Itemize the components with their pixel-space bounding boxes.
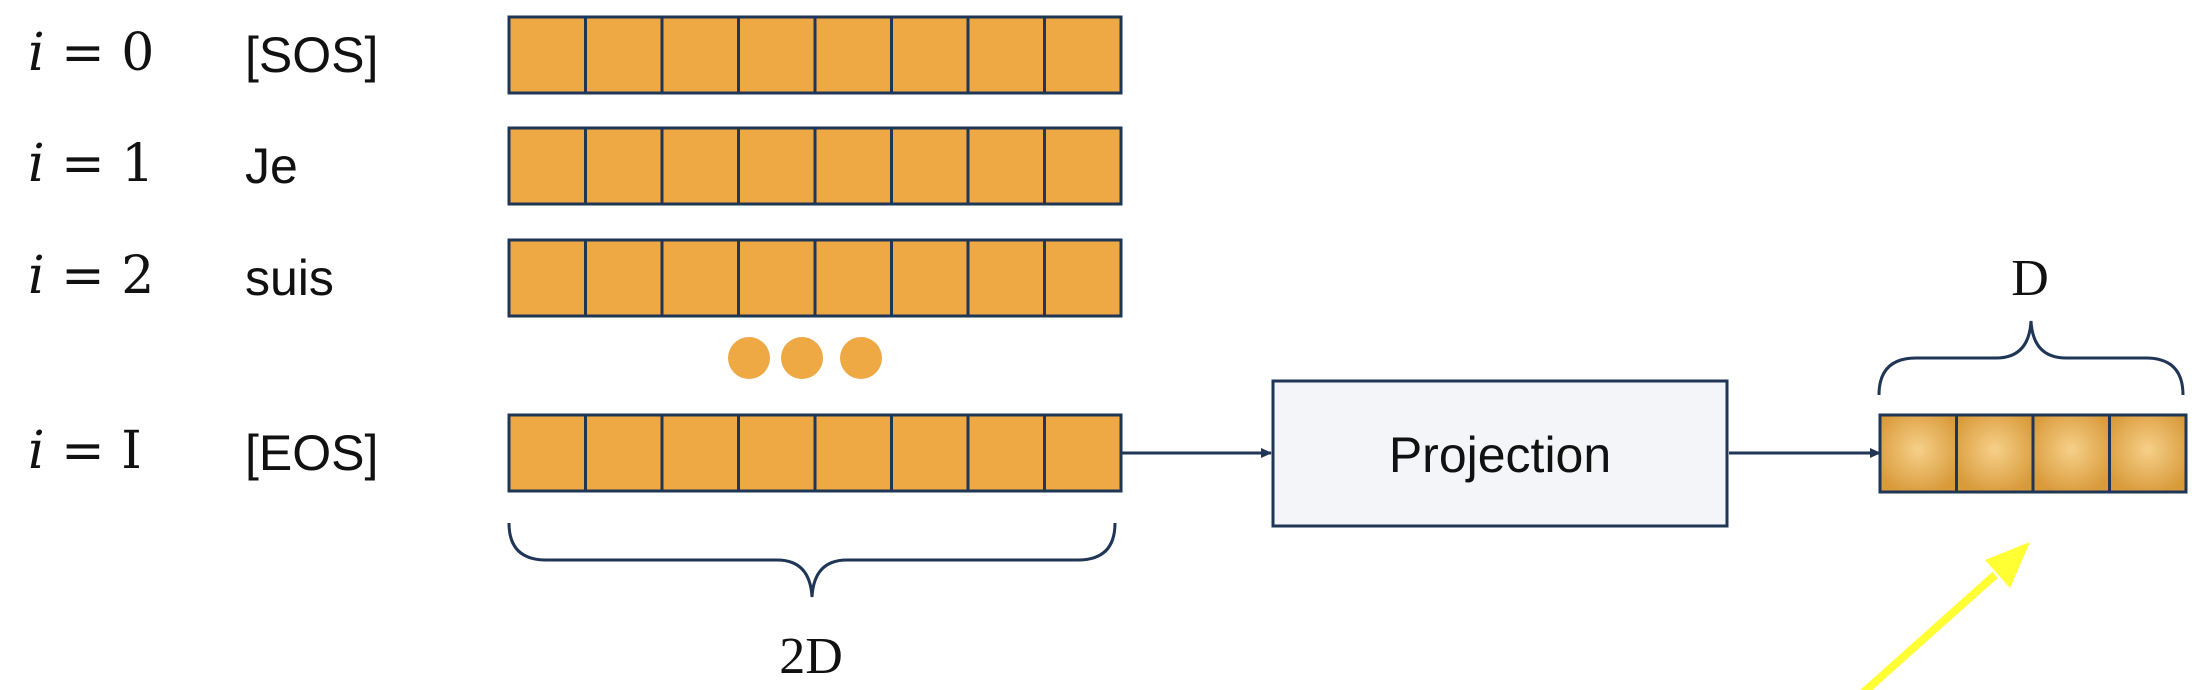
highlight-arrow-head <box>1985 542 2030 588</box>
token-label-sos: [SOS] <box>245 27 378 83</box>
row-index-label: i = I <box>28 421 142 481</box>
embedding-cell <box>966 15 1046 95</box>
embedding-cell <box>507 126 587 206</box>
embedding-cell <box>660 15 740 95</box>
embedding-cell <box>584 413 664 493</box>
embedding-cell <box>507 15 587 95</box>
embedding-cell <box>660 126 740 206</box>
output-cell <box>1955 413 2035 494</box>
embedding-cell <box>660 238 740 318</box>
embedding-cell <box>890 413 970 493</box>
embedding-rows <box>507 15 1123 493</box>
ellipsis-dots <box>728 337 882 379</box>
embedding-cell <box>660 413 740 493</box>
ellipsis-dot <box>840 337 882 379</box>
token-label-suis: suis <box>245 250 334 306</box>
highlight-arrow <box>1860 542 2030 690</box>
embedding-cell <box>813 126 893 206</box>
embedding-cell <box>890 126 970 206</box>
embedding-cell <box>507 413 587 493</box>
embedding-cell <box>1043 15 1123 95</box>
token-label-eos: [EOS] <box>245 425 378 481</box>
ellipsis-dot <box>728 337 770 379</box>
embedding-cell <box>737 413 817 493</box>
embedding-cell <box>966 413 1046 493</box>
embedding-cell <box>1043 126 1123 206</box>
embedding-cell <box>737 238 817 318</box>
embedding-cell <box>890 15 970 95</box>
row-index-labels: i = 0 i = 1 i = 2 i = I <box>28 23 154 481</box>
embedding-cell <box>584 15 664 95</box>
embedding-row <box>507 15 1123 95</box>
output-dim-brace <box>1877 320 2185 396</box>
embedding-cell <box>737 15 817 95</box>
embedding-cell <box>1043 238 1123 318</box>
input-dim-label: 2D <box>779 628 843 685</box>
embedding-row <box>507 413 1123 493</box>
token-labels: [SOS] Je suis [EOS] <box>245 27 378 481</box>
ellipsis-dot <box>781 337 823 379</box>
embedding-cell <box>813 15 893 95</box>
token-label-je: Je <box>245 138 298 194</box>
output-cell <box>2108 413 2188 494</box>
output-vector <box>1878 413 2188 494</box>
embedding-cell <box>507 238 587 318</box>
embedding-cell <box>966 126 1046 206</box>
output-dim-label: D <box>2011 250 2049 307</box>
embedding-cell <box>584 126 664 206</box>
row-index-label: i = 2 <box>28 246 154 306</box>
highlight-arrow-shaft <box>1860 572 1998 690</box>
embedding-cell <box>813 413 893 493</box>
row-index-label: i = 1 <box>28 134 154 194</box>
embedding-cell <box>813 238 893 318</box>
embedding-row <box>507 126 1123 206</box>
embedding-cell <box>1043 413 1123 493</box>
embedding-cell <box>890 238 970 318</box>
row-index-label: i = 0 <box>28 23 154 83</box>
input-dim-brace <box>507 522 1117 598</box>
embedding-cell <box>737 126 817 206</box>
output-cell <box>2031 413 2111 494</box>
embedding-row <box>507 238 1123 318</box>
output-cell <box>1878 413 1958 494</box>
projection-box <box>1271 379 1729 528</box>
embedding-cell <box>966 238 1046 318</box>
embedding-cell <box>584 238 664 318</box>
projection-label: Projection <box>1389 427 1611 483</box>
